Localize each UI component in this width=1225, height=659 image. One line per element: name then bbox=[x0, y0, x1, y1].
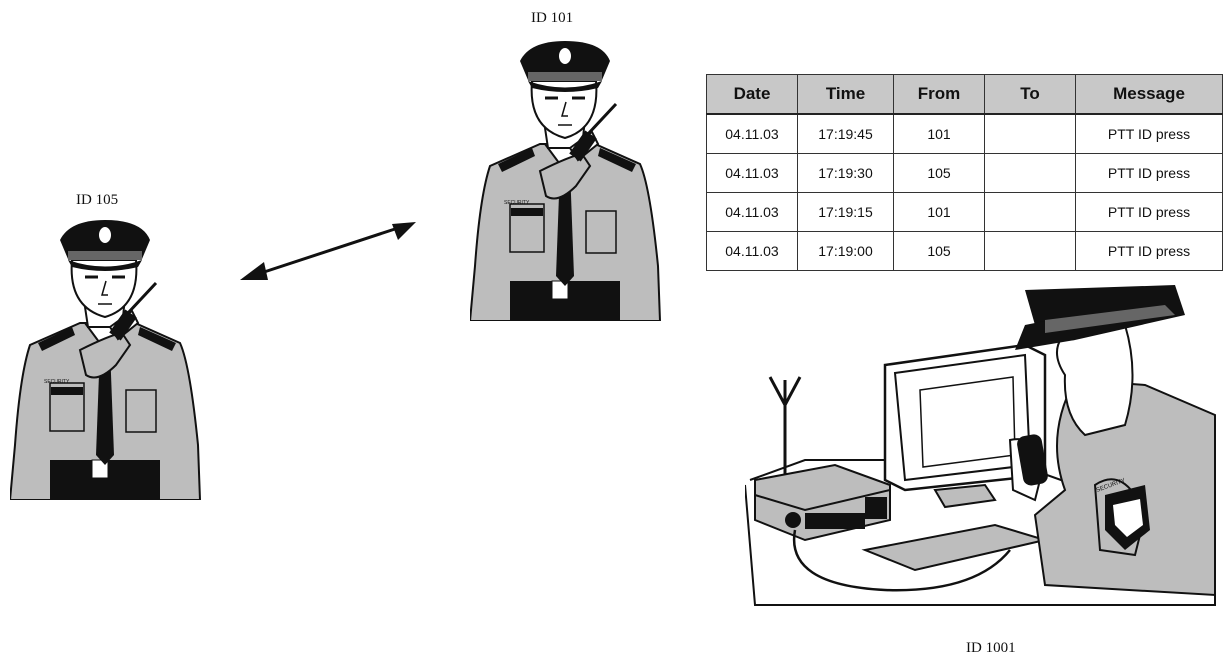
table-row: 04.11.03 17:19:45 101 PTT ID press bbox=[706, 113, 1223, 154]
chest-badge-text-2: SECURITY bbox=[504, 200, 530, 206]
cell-from: 101 bbox=[893, 192, 985, 232]
cell-to bbox=[984, 231, 1076, 271]
cell-message: PTT ID press bbox=[1075, 192, 1223, 232]
header-to: To bbox=[984, 74, 1076, 115]
guard-101-label: ID 101 bbox=[531, 10, 574, 26]
cell-message: PTT ID press bbox=[1075, 113, 1223, 154]
guard-101-figure: SECURITY bbox=[470, 41, 662, 321]
cell-message: PTT ID press bbox=[1075, 153, 1223, 193]
cell-time: 17:19:00 bbox=[797, 231, 894, 271]
header-time: Time bbox=[797, 74, 894, 115]
table-row: 04.11.03 17:19:15 101 PTT ID press bbox=[706, 192, 1223, 232]
cell-date: 04.11.03 bbox=[706, 113, 798, 154]
table-row: 04.11.03 17:19:30 105 PTT ID press bbox=[706, 153, 1223, 193]
header-date: Date bbox=[706, 74, 798, 115]
cell-from: 105 bbox=[893, 153, 985, 193]
cell-date: 04.11.03 bbox=[706, 231, 798, 271]
cell-date: 04.11.03 bbox=[706, 153, 798, 193]
cell-time: 17:19:15 bbox=[797, 192, 894, 232]
ptt-log-table: Date Time From To Message 04.11.03 17:19… bbox=[706, 74, 1223, 271]
cell-time: 17:19:45 bbox=[797, 113, 894, 154]
header-message: Message bbox=[1075, 74, 1223, 115]
guard-105-figure: SECURITY bbox=[10, 220, 202, 500]
cell-to bbox=[984, 192, 1076, 232]
guard-105-label: ID 105 bbox=[76, 192, 119, 208]
cell-time: 17:19:30 bbox=[797, 153, 894, 193]
dispatcher-figure: SECURITY bbox=[745, 285, 1216, 606]
cell-from: 105 bbox=[893, 231, 985, 271]
header-from: From bbox=[893, 74, 985, 115]
table-header-row: Date Time From To Message bbox=[706, 74, 1223, 115]
cell-to bbox=[984, 113, 1076, 154]
dispatcher-label: ID 1001 bbox=[966, 640, 1016, 656]
cell-to bbox=[984, 153, 1076, 193]
cell-date: 04.11.03 bbox=[706, 192, 798, 232]
communication-double-arrow bbox=[240, 222, 416, 280]
chest-badge-text: SECURITY bbox=[44, 379, 70, 385]
table-row: 04.11.03 17:19:00 105 PTT ID press bbox=[706, 231, 1223, 271]
cell-message: PTT ID press bbox=[1075, 231, 1223, 271]
cell-from: 101 bbox=[893, 113, 985, 154]
